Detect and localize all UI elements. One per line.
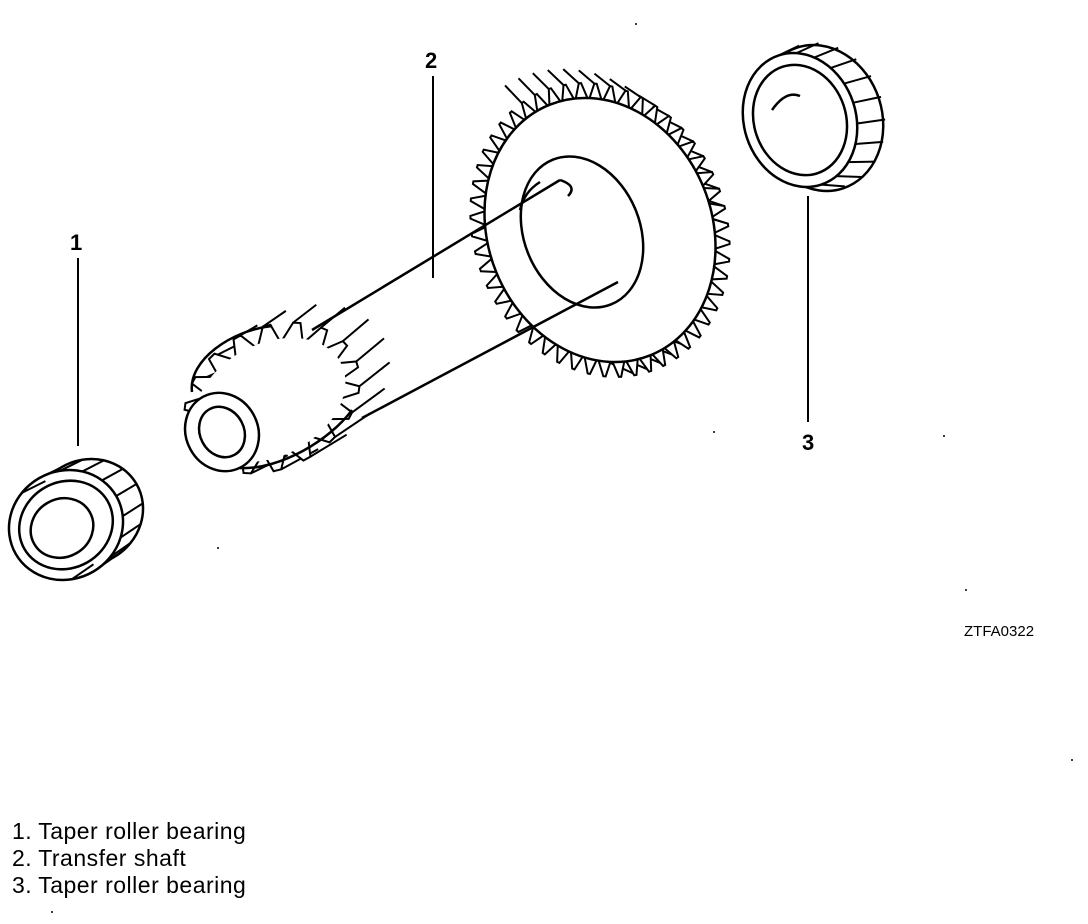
transfer-shaft — [183, 68, 731, 475]
callout-2: 2 — [425, 48, 437, 73]
legend-label: Transfer shaft — [38, 845, 187, 871]
legend-number: 1. — [12, 818, 33, 844]
figure-code: ZTFA0322 — [964, 623, 1034, 640]
callout-1: 1 — [70, 230, 82, 255]
large-helical-gear — [469, 68, 731, 378]
leader-lines — [77, 76, 809, 446]
legend-label: Taper roller bearing — [38, 818, 247, 844]
scan-specks — [51, 23, 1073, 913]
callout-3: 3 — [802, 430, 814, 455]
legend-number: 3. — [12, 872, 33, 898]
taper-roller-bearing-right — [741, 42, 886, 193]
legend-label: Taper roller bearing — [38, 872, 247, 898]
legend-item: 2.Transfer shaft — [12, 845, 246, 872]
taper-roller-bearing-left — [7, 457, 145, 582]
pinion-gear — [183, 303, 391, 475]
legend-item: 1.Taper roller bearing — [12, 818, 246, 845]
parts-legend: 1.Taper roller bearing 2.Transfer shaft … — [12, 818, 246, 899]
legend-number: 2. — [12, 845, 33, 871]
legend-item: 3.Taper roller bearing — [12, 872, 246, 899]
